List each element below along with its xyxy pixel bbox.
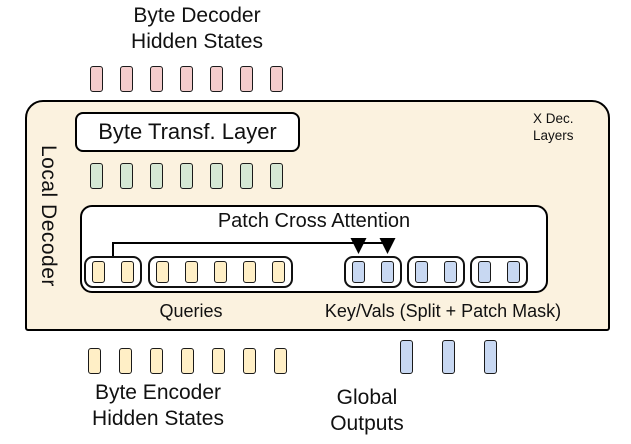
keyval-token-group-2 [407,256,465,288]
byte-decoder-hidden-states-tokens [90,66,283,92]
token [156,261,169,283]
token [444,261,457,283]
token [381,261,394,283]
token [507,261,520,283]
local-decoder-label: Local Decoder [37,145,60,287]
token [210,163,223,189]
token [243,348,256,374]
token [90,163,103,189]
keyval-token-group-1 [344,256,402,288]
label-line: Hidden States [131,30,263,53]
token [478,261,491,283]
byte-encoder-hidden-states-label: Byte Encoder Hidden States [58,380,258,432]
token [121,261,134,283]
token [150,348,163,374]
token [415,261,428,283]
token [212,348,225,374]
token [270,163,283,189]
keyval-token-group-3 [470,256,528,288]
token [90,66,103,92]
token [214,261,227,283]
label-line: Outputs [330,412,404,435]
token [120,163,133,189]
token [484,340,497,374]
label-line: X Dec. [533,111,574,126]
query-token-group-1 [84,256,142,288]
token [180,163,193,189]
global-outputs-label: Global Outputs [287,385,447,437]
label-line: Byte Encoder [94,381,222,404]
token [181,348,194,374]
queries-label: Queries [159,301,223,321]
token [185,261,198,283]
token [210,66,223,92]
byte-transf-layer-box: Byte Transf. Layer [75,112,300,152]
byte-encoder-hidden-states-tokens [88,348,287,374]
token [240,66,253,92]
query-token-group-2 [148,256,293,288]
byte-decoder-hidden-states-label: Byte Decoder Hidden States [97,3,297,55]
token [272,261,285,283]
token [240,163,253,189]
byte-transf-output-tokens [90,163,283,189]
patch-cross-attention-title: Patch Cross Attention [217,210,411,232]
token [88,348,101,374]
token [442,340,455,374]
token [120,66,133,92]
token [243,261,256,283]
token [150,66,163,92]
label-line: Layers [533,128,574,143]
token [92,261,105,283]
label-line: Global [336,386,398,409]
token [119,348,132,374]
label-line: Byte Decoder [133,4,261,27]
global-outputs-tokens [400,340,497,374]
byte-transf-layer-label: Byte Transf. Layer [98,119,277,144]
label-line: Hidden States [92,407,224,430]
token [400,340,413,374]
token [180,66,193,92]
token [150,163,163,189]
token [352,261,365,283]
keyvals-label: Key/Vals (Split + Patch Mask) [324,301,562,321]
token [270,66,283,92]
x-dec-layers-note: X Dec. Layers [533,110,574,144]
token [274,348,287,374]
